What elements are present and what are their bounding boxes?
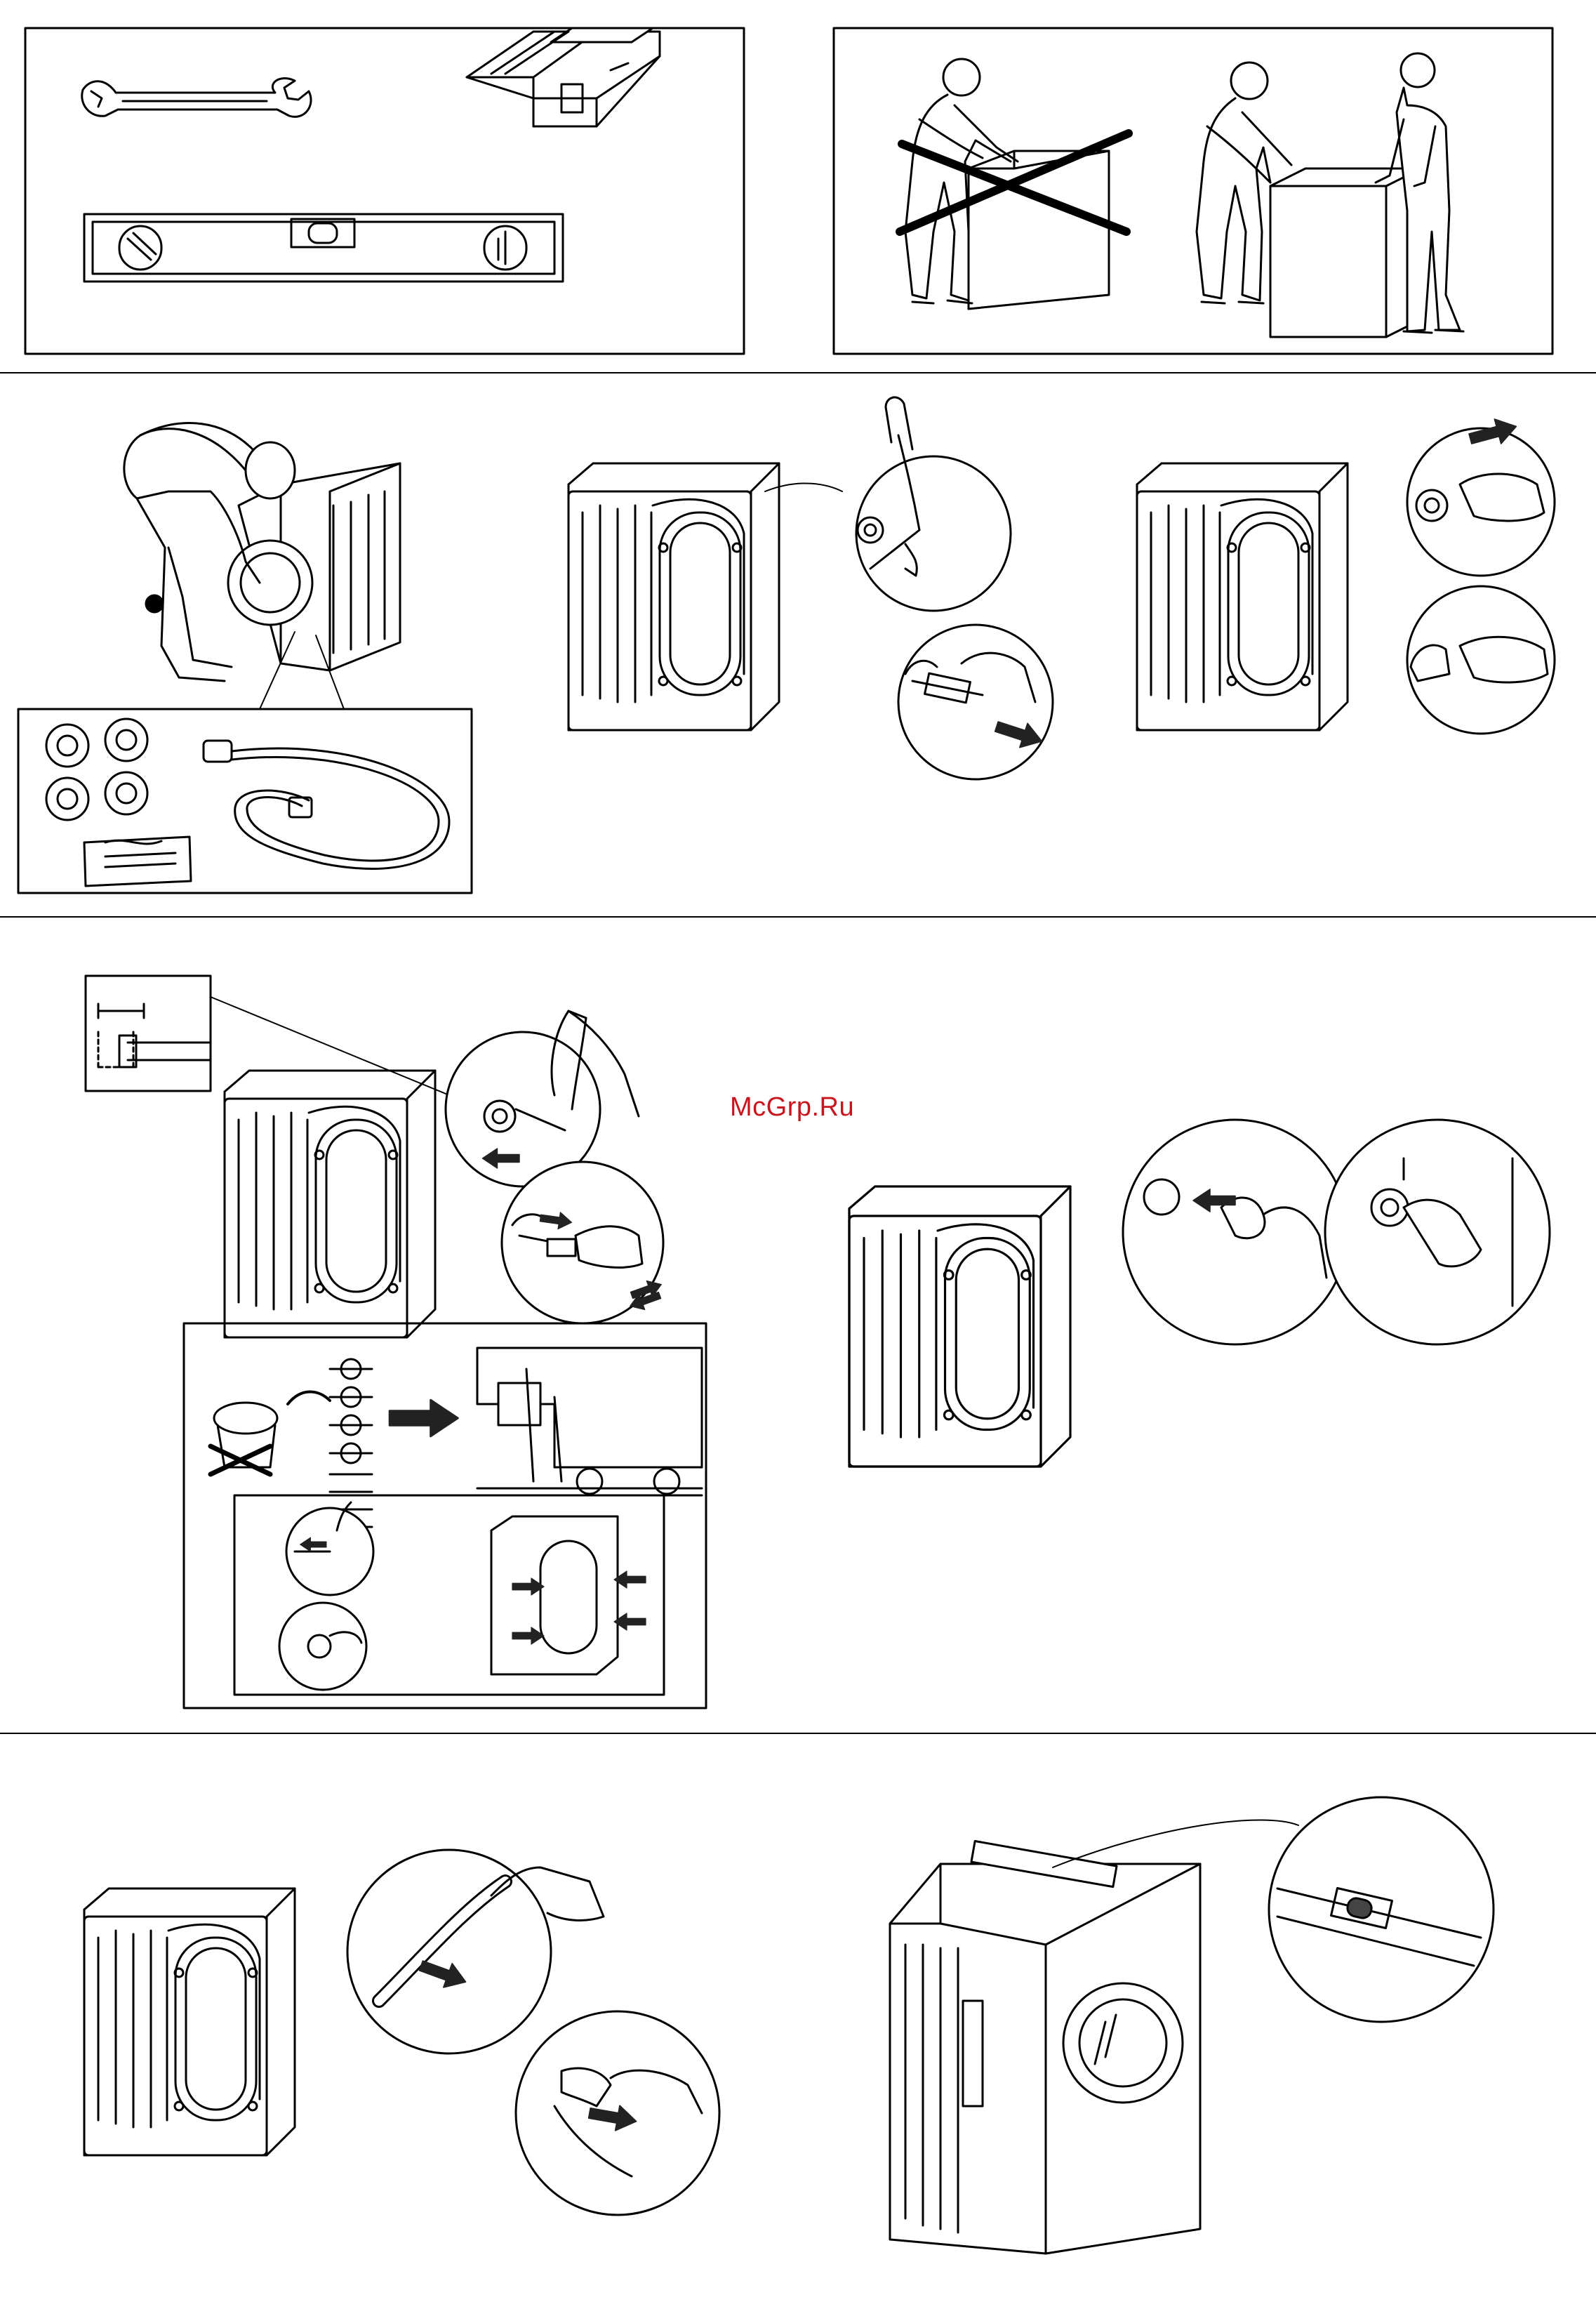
- incorrect-lift-figure: [900, 59, 1129, 309]
- lifting-panel: [834, 28, 1552, 354]
- inlet-hose-icon: [204, 741, 449, 869]
- remove-accessories-figure: [124, 423, 400, 681]
- transport-truck-icon: [477, 1348, 702, 1495]
- bolt-detail-inset: [86, 976, 449, 1095]
- release-drain-hose-figure: [84, 1850, 719, 2215]
- toolbox-icon: [467, 28, 660, 126]
- bracket-detail-icon: [279, 1502, 373, 1690]
- foot-cap-icons: [46, 719, 147, 820]
- keep-bolts-panel: [184, 1323, 706, 1708]
- remove-transit-bolts-figure: [225, 1011, 664, 1337]
- spirit-level-icon: [84, 214, 563, 282]
- tools-panel: [25, 28, 744, 354]
- insert-hole-caps-figure: [849, 1120, 1550, 1467]
- instruction-booklet-icon: [84, 837, 191, 886]
- wrench-icon: [82, 78, 311, 117]
- watermark-text: McGrp.Ru: [730, 1092, 854, 1123]
- loosen-transit-bolts-figure: [568, 397, 1053, 779]
- remove-brackets-figure: [1137, 414, 1555, 734]
- discard-warning-icon: [211, 1392, 330, 1475]
- correct-lift-figure: [1197, 53, 1463, 337]
- reinsert-bolts-washer-icon: [491, 1516, 646, 1674]
- level-appliance-figure: [890, 1797, 1494, 2254]
- accessories-kit: [18, 632, 472, 893]
